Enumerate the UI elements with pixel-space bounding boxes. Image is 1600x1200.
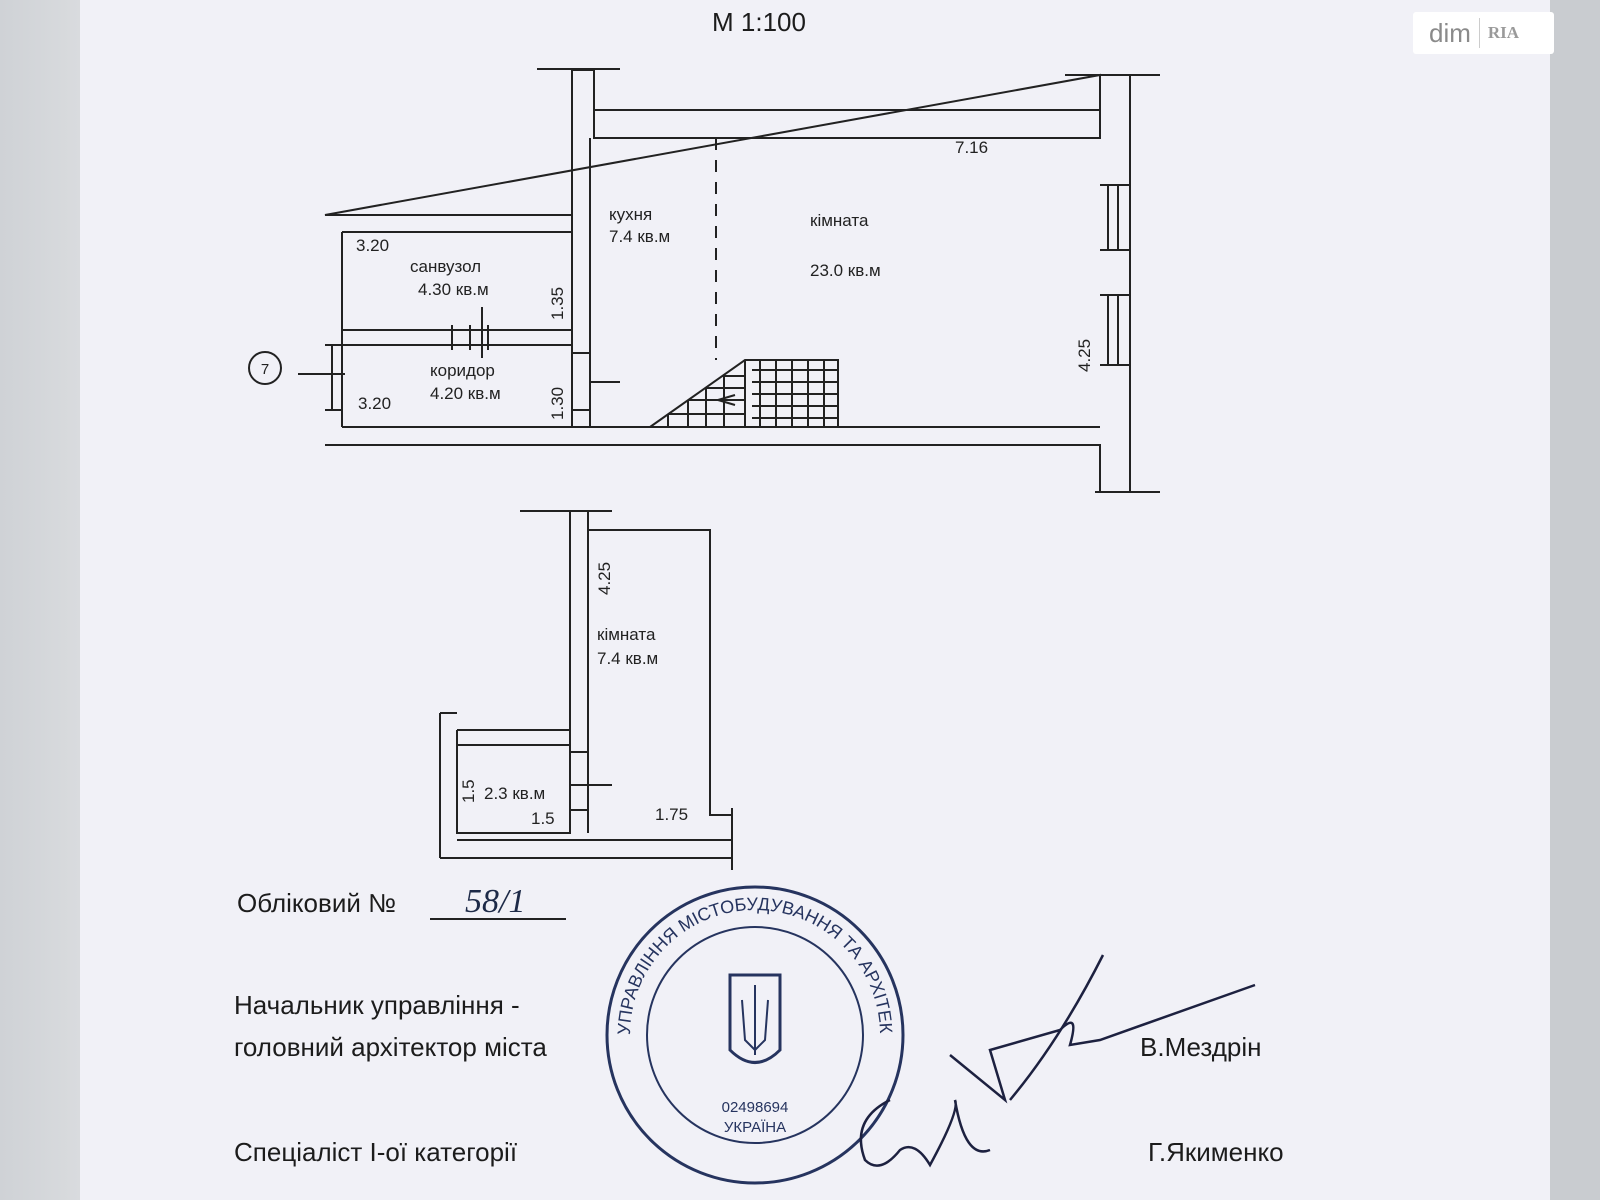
floor2-dim-height: 4.25 (595, 562, 614, 595)
head-name: В.Мездрін (1140, 1032, 1262, 1062)
dim-corridor-height: 1.30 (548, 387, 567, 420)
window-left (298, 344, 345, 411)
floor2-small-area: 2.3 кв.м (484, 784, 545, 803)
floor2-room-area: 7.4 кв.м (597, 649, 658, 668)
scale-label: М 1:100 (712, 7, 806, 37)
floor2-dim-small-height: 1.5 (459, 779, 478, 803)
head-title-line2: головний архітектор міста (234, 1032, 547, 1062)
corridor-label: коридор (430, 361, 495, 380)
stamp-country: УКРАЇНА (724, 1119, 786, 1136)
paper-sheet (80, 0, 1550, 1200)
dim-top-width: 7.16 (955, 138, 988, 157)
specialist-name: Г.Якименко (1148, 1137, 1284, 1167)
official-stamp (605, 885, 905, 1185)
account-label: Обліковий № (237, 888, 396, 918)
dim-room-height: 4.25 (1075, 339, 1094, 372)
section-marker-label: 7 (261, 361, 269, 378)
stamp-text: УПРАВЛІННЯ МІСТОБУДУВАННЯ ТА АРХІТЕКТУРИ… (0, 0, 896, 1035)
dim-bath-height: 1.35 (548, 287, 567, 320)
bathroom-label: санвузол (410, 257, 481, 276)
head-title-line1: Начальник управління - (234, 990, 520, 1020)
floor2-door-marks (457, 751, 732, 841)
bathroom-area: 4.30 кв.м (418, 280, 489, 299)
logo-ria: RIA (1487, 23, 1520, 42)
partition-bath-corridor (342, 329, 572, 346)
floor1-wall-caps (537, 68, 1160, 493)
corridor-area: 4.20 кв.м (430, 384, 501, 403)
staircase (649, 359, 839, 428)
stamp-code: 02498694 (722, 1099, 789, 1116)
floor2-room-label: кімната (597, 625, 656, 644)
section-marker (248, 351, 282, 385)
partition-kitchen (571, 138, 591, 427)
logo-dim: dim (1429, 17, 1471, 48)
room-label: кімната (810, 211, 869, 230)
dim-corridor-width: 3.20 (358, 394, 391, 413)
account-number: 58/1 (465, 883, 525, 920)
window-right (1100, 184, 1130, 366)
floor2-dim-small-width: 1.5 (531, 809, 555, 828)
logo-separator (1478, 18, 1480, 48)
specialist-title: Спеціаліст І-ої категорії (234, 1137, 518, 1167)
room-area: 23.0 кв.м (810, 261, 881, 280)
background-edge (0, 0, 80, 1200)
floor2-wall (439, 512, 733, 859)
kitchen-area: 7.4 кв.м (609, 227, 670, 246)
dimria-logo[interactable]: dim RIA (1413, 12, 1554, 54)
door-marks (451, 307, 620, 411)
dim-bath-width: 3.20 (356, 236, 389, 255)
signature-head (949, 954, 1256, 1104)
floor2-dim-width: 1.75 (655, 805, 688, 824)
signature-specialist (859, 1098, 991, 1168)
kitchen-label: кухня (609, 205, 652, 224)
